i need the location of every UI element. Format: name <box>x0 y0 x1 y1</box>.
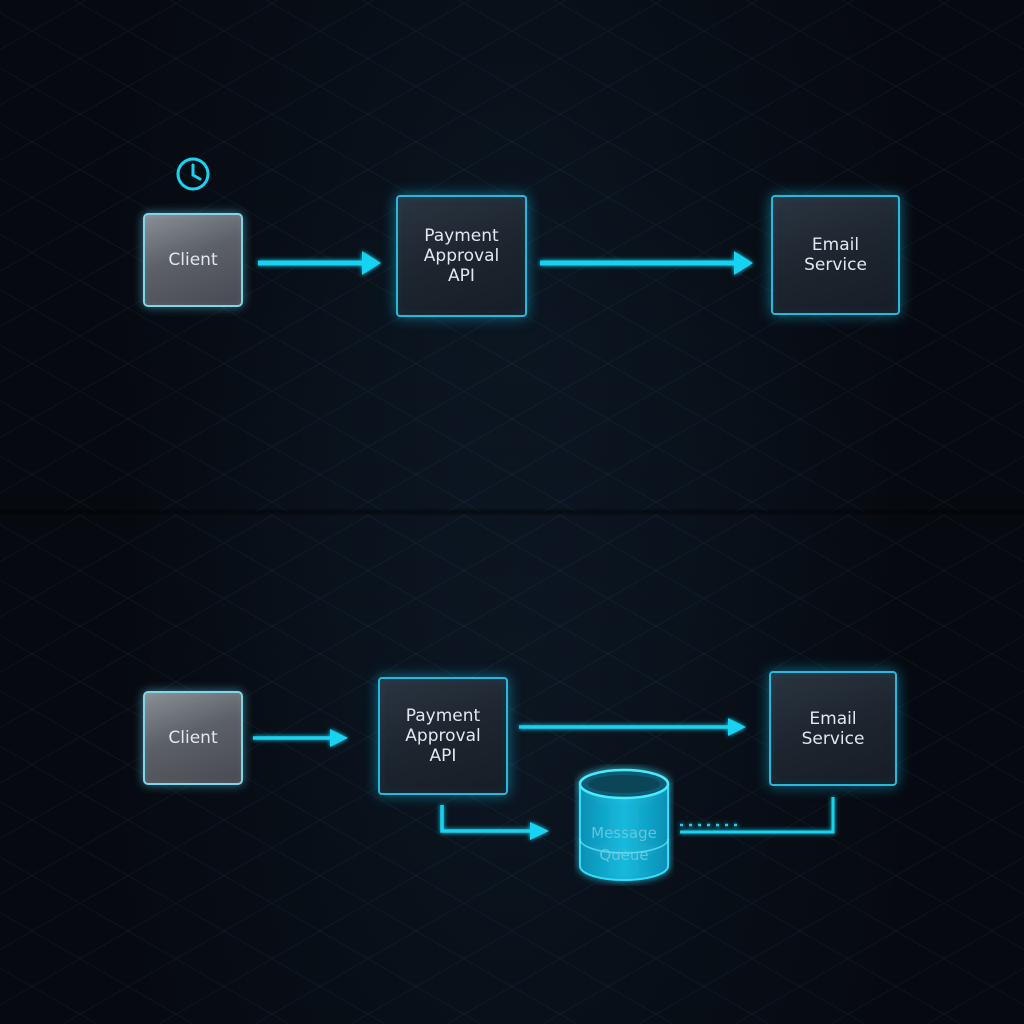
bottom-client-label: Client <box>168 728 218 748</box>
speed-lines-icon <box>72 712 142 760</box>
bottom-payment-approval-api-node: Payment Approval API <box>378 677 508 795</box>
bottom-email-service-node: Email Service <box>769 671 897 786</box>
top-client-node: Client <box>143 213 243 307</box>
database-cylinder-icon <box>578 768 670 881</box>
panel-divider <box>0 508 1024 516</box>
top-email-label: Email Service <box>804 235 867 275</box>
message-queue-label: Message Queue <box>591 824 657 864</box>
top-payment-approval-api-node: Payment Approval API <box>396 195 527 317</box>
top-api-label: Payment Approval API <box>423 226 500 286</box>
top-client-label: Client <box>168 250 218 270</box>
bottom-email-label: Email Service <box>801 708 865 749</box>
bottom-api-label: Payment Approval API <box>405 706 481 766</box>
top-email-service-node: Email Service <box>771 195 900 315</box>
bottom-client-node: Client <box>143 691 243 785</box>
clock-icon <box>176 157 210 191</box>
